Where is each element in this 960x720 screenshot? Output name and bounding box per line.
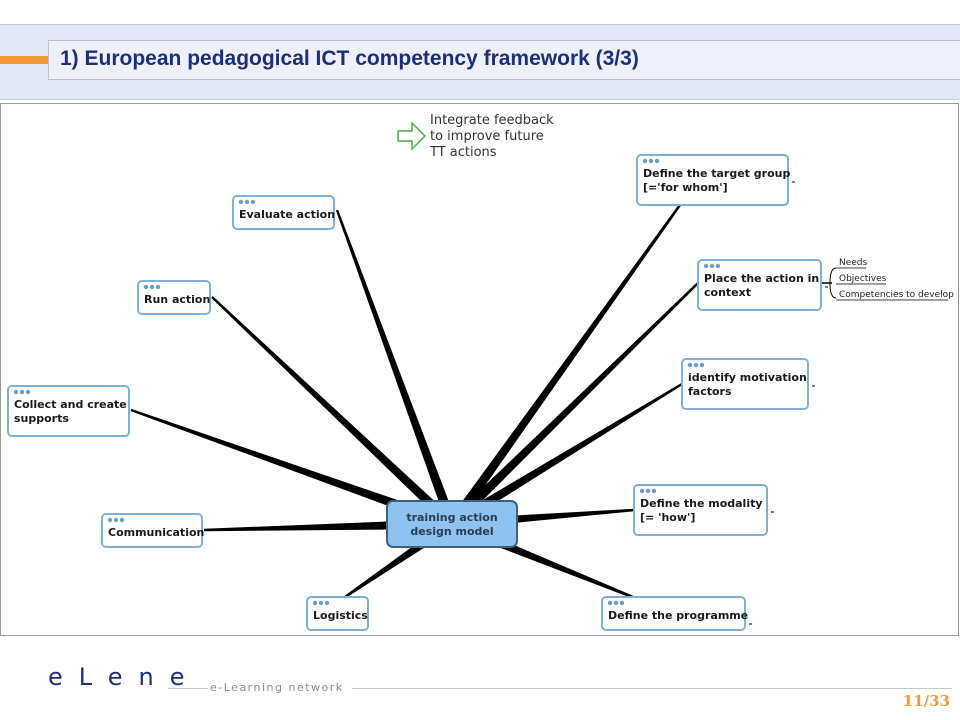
node-label: Logistics bbox=[313, 609, 368, 622]
footer-tagline: e-Learning network bbox=[210, 681, 344, 694]
node-dots-icon bbox=[143, 284, 161, 290]
subtopic-label: Objectives bbox=[839, 274, 887, 284]
feedback-text: TT actions bbox=[429, 145, 497, 160]
subtopic-label: Competencies to develop bbox=[839, 290, 954, 300]
node-define-modality: Define the modality[= 'how'] bbox=[633, 484, 774, 536]
node-label: identify motivation bbox=[688, 371, 807, 384]
node-label: Collect and create bbox=[14, 398, 127, 411]
node-label: context bbox=[704, 286, 751, 299]
node-run-action: Run action bbox=[137, 280, 211, 315]
node-label: Define the modality bbox=[640, 497, 763, 510]
node-dots-icon bbox=[642, 158, 660, 164]
node-dots-icon bbox=[107, 517, 125, 523]
node-label: supports bbox=[14, 412, 69, 425]
branch-run-action bbox=[211, 296, 456, 528]
node-communication: Communication bbox=[101, 513, 204, 548]
feedback-text: Integrate feedback bbox=[430, 113, 554, 128]
branch-evaluate-action bbox=[335, 209, 457, 526]
node-dots-icon bbox=[639, 488, 657, 494]
elene-logo: eLene bbox=[48, 663, 201, 691]
node-label: Define the programme bbox=[608, 609, 748, 622]
branch-motivation-factors bbox=[449, 383, 683, 529]
center-label: design model bbox=[410, 525, 493, 538]
node-evaluate-action: Evaluate action bbox=[232, 195, 335, 230]
branch-lines bbox=[130, 204, 699, 602]
node-dots-icon bbox=[687, 362, 705, 368]
branch-place-action-context bbox=[448, 282, 699, 528]
branch-define-target-group bbox=[447, 204, 681, 527]
center-label: training action bbox=[406, 511, 497, 524]
node-label: Communication bbox=[108, 526, 204, 539]
node-label: Evaluate action bbox=[239, 208, 335, 221]
node-dots-icon bbox=[703, 263, 721, 269]
node-dots-icon bbox=[312, 600, 330, 606]
node-dots-icon bbox=[607, 600, 625, 606]
node-label: [='for whom'] bbox=[643, 181, 728, 194]
slide-title: 1) European pedagogical ICT competency f… bbox=[60, 47, 639, 70]
node-label: [= 'how'] bbox=[640, 511, 695, 524]
subtopic-label: Needs bbox=[839, 258, 868, 268]
node-define-programme: Define the programme bbox=[601, 596, 752, 631]
node-dots-icon bbox=[238, 199, 256, 205]
footer-divider-right bbox=[352, 688, 952, 689]
node-label: Define the target group bbox=[643, 167, 790, 180]
title-accent-bar bbox=[0, 56, 48, 64]
node-label: Place the action in bbox=[704, 272, 819, 285]
title-box bbox=[48, 40, 960, 80]
feedback-text: to improve future bbox=[430, 129, 544, 144]
node-label: Run action bbox=[144, 293, 210, 306]
node-define-target-group: Define the target group[='for whom'] bbox=[636, 154, 795, 206]
node-label: factors bbox=[688, 385, 732, 398]
node-logistics: Logistics bbox=[306, 596, 369, 631]
feedback-arrow-icon bbox=[397, 121, 427, 151]
footer-divider-left bbox=[168, 688, 208, 689]
node-dots-icon bbox=[13, 389, 31, 395]
page-number: 11/33 bbox=[902, 692, 950, 710]
branch-collect-supports bbox=[130, 408, 454, 529]
